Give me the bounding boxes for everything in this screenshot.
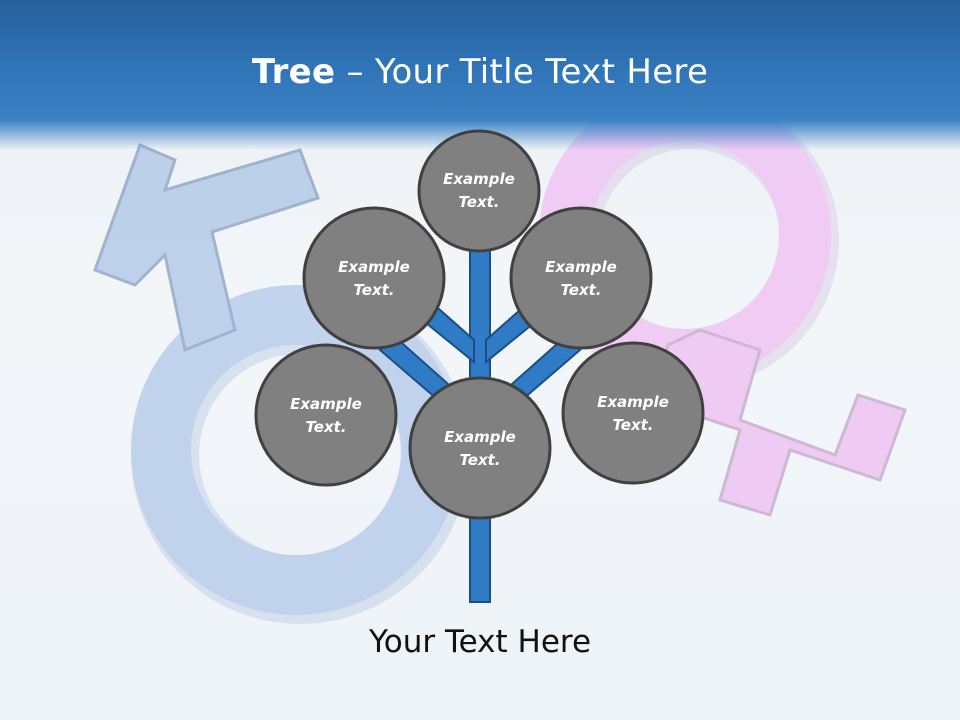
node-center-line2: Text. (459, 451, 501, 469)
page-title: Tree – Your Title Text Here (0, 52, 960, 92)
title-separator: – (335, 52, 375, 92)
node-lower-left-line1: Example (290, 395, 362, 413)
node-upper-right-label: Example Text. (526, 256, 636, 302)
node-lower-right-line2: Text. (612, 416, 654, 434)
node-top-line1: Example (443, 170, 515, 188)
caption-text: Your Text Here (368, 624, 592, 660)
node-top-label: Example Text. (424, 168, 534, 214)
node-upper-right-line1: Example (545, 258, 617, 276)
node-center-line1: Example (444, 428, 516, 446)
title-bold: Tree (251, 52, 336, 92)
header-bar (0, 0, 960, 150)
node-top-circle (417, 129, 541, 253)
node-top-line2: Text. (458, 193, 500, 211)
node-lower-right-label: Example Text. (578, 391, 688, 437)
node-upper-left-line1: Example (338, 258, 410, 276)
node-lower-left-label: Example Text. (271, 393, 381, 439)
node-lower-left-line2: Text. (305, 418, 347, 436)
node-upper-left-line2: Text. (353, 281, 395, 299)
node-upper-right-line2: Text. (560, 281, 602, 299)
tree-nodes (254, 129, 705, 520)
node-center-label: Example Text. (425, 426, 535, 472)
node-upper-left-circle (302, 206, 446, 350)
node-lower-right-line1: Example (597, 393, 669, 411)
node-lower-left-circle (254, 343, 398, 487)
node-upper-right-circle (509, 206, 653, 350)
node-upper-left-label: Example Text. (319, 256, 429, 302)
node-center-circle (408, 376, 552, 520)
title-text: Your Title Text Here (374, 52, 709, 92)
node-lower-right-circle (561, 341, 705, 485)
